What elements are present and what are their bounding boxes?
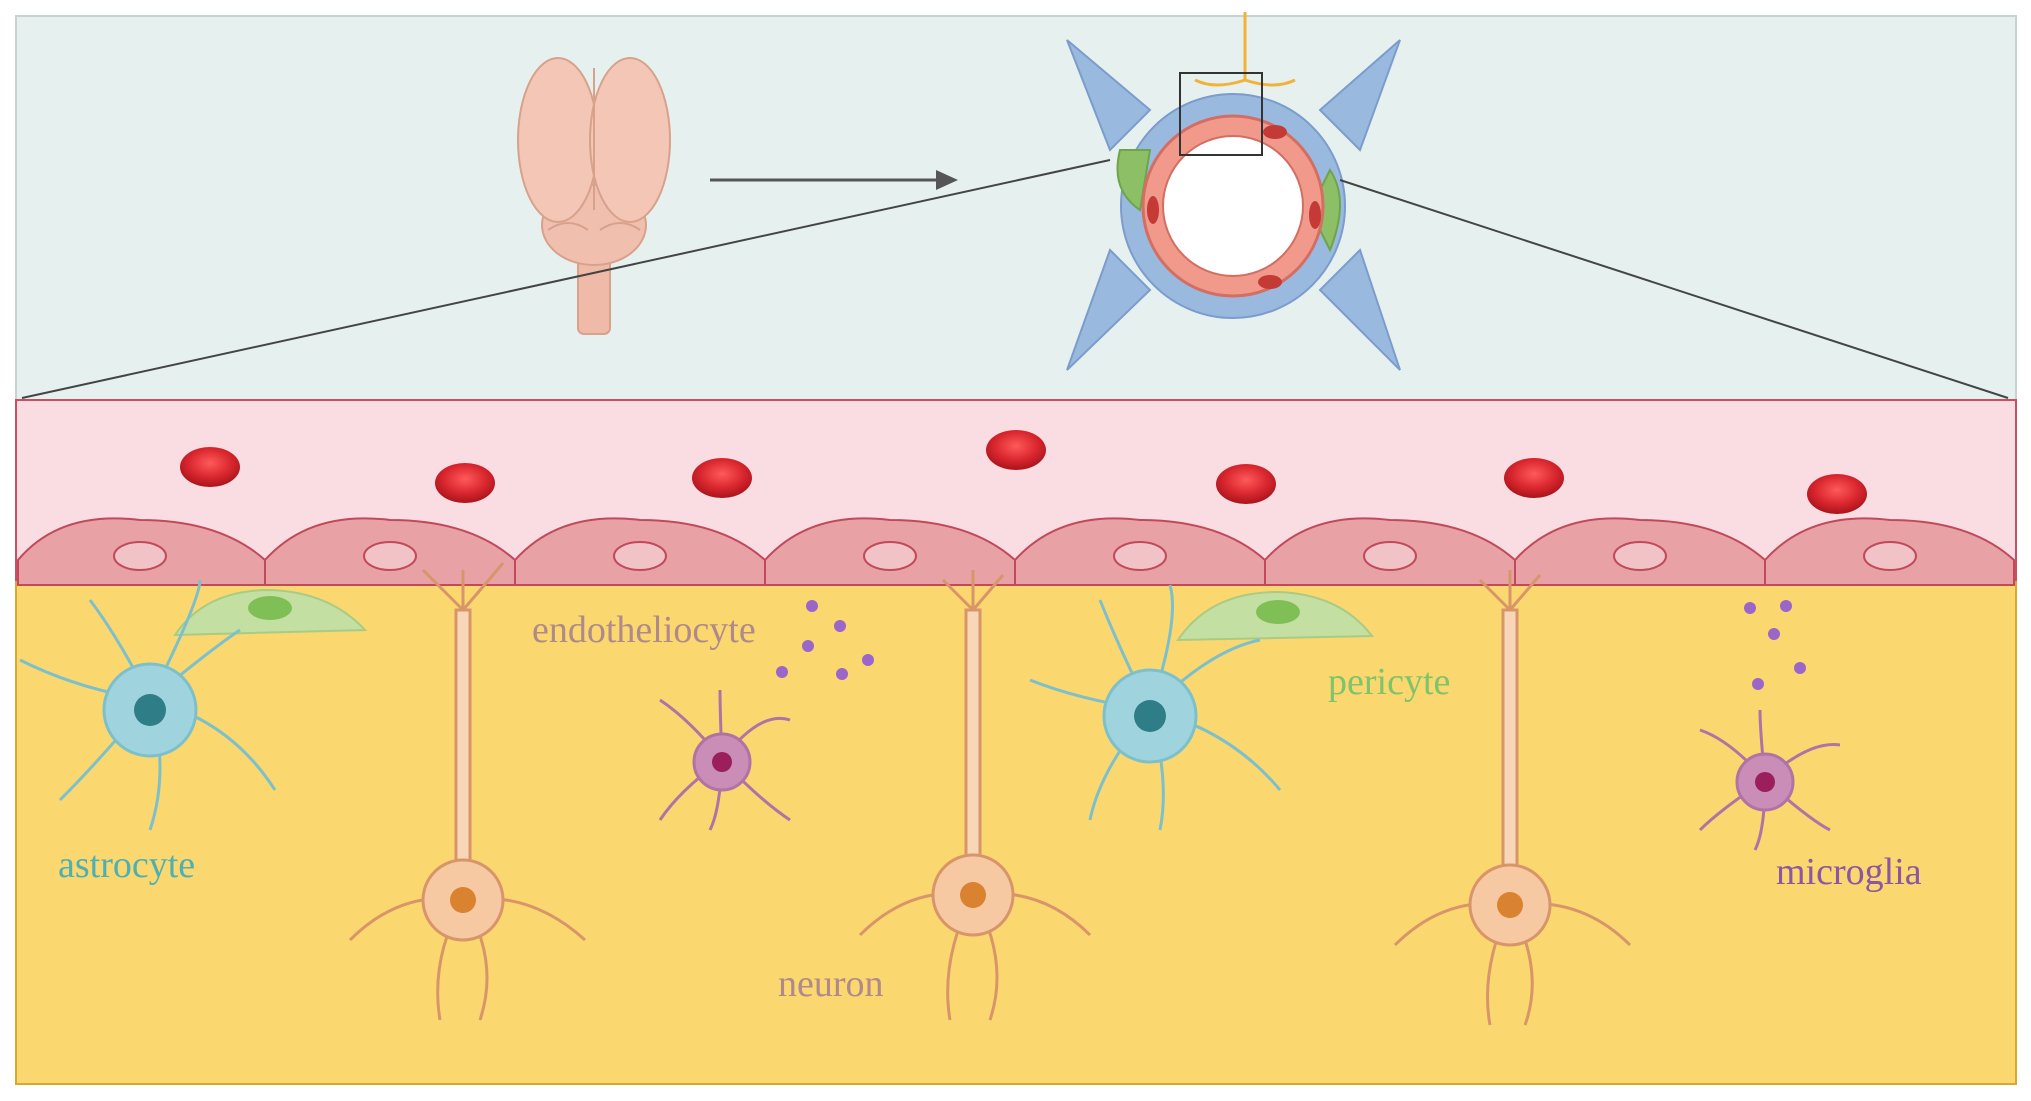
- pericyte-cell: [1176, 590, 1374, 642]
- microglia-cell: [1698, 709, 1841, 851]
- endothelial-cell-layer: [17, 517, 2015, 586]
- vessel-cross-section-icon: [1066, 12, 1401, 371]
- signaling-molecules: [776, 600, 1806, 690]
- microglia-label: microglia: [1776, 851, 1922, 893]
- astrocyte-label: astrocyte: [58, 844, 196, 886]
- red-blood-cells: [180, 430, 1867, 514]
- neuron-cell: [348, 562, 587, 1021]
- endotheliocyte-label: endotheliocyte: [532, 609, 756, 651]
- pericyte-label: pericyte: [1328, 661, 1451, 703]
- top-panel: [15, 15, 2017, 401]
- neuron-label: neuron: [778, 963, 884, 1005]
- brain-icon: [517, 57, 671, 335]
- zoom-line-right: [1339, 179, 2009, 399]
- arrow-icon: [710, 170, 958, 190]
- microglia-cell: [658, 689, 791, 831]
- zoom-box-icon: [1179, 72, 1263, 156]
- astrocyte-cell: [1029, 584, 1282, 831]
- brain-tissue-area: [15, 581, 2017, 1085]
- astrocyte-cell: [19, 579, 277, 831]
- zoom-line-left: [21, 159, 1111, 399]
- neuron-cell: [858, 570, 1092, 1021]
- pericyte-cell: [173, 588, 368, 637]
- neuron-cell: [1393, 570, 1632, 1026]
